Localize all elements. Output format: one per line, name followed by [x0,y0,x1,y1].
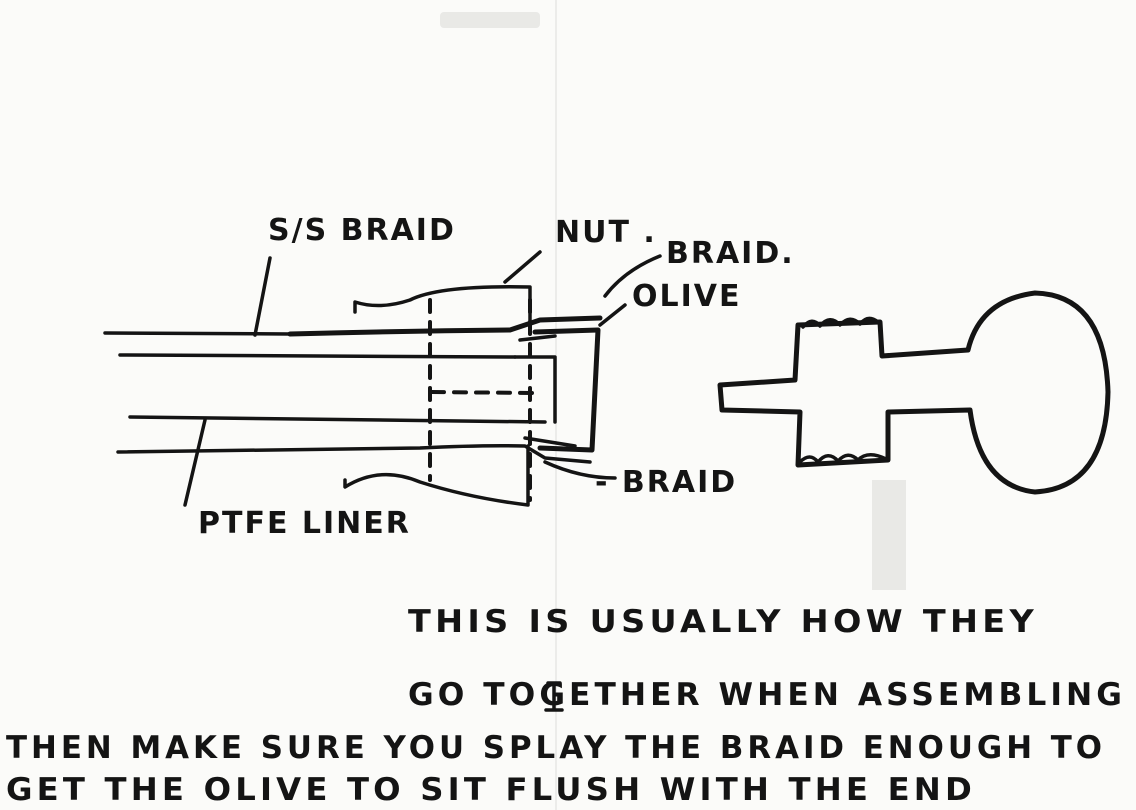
leader-lines [183,250,662,507]
fitting-drawing [717,290,1111,495]
braid-splay-upper [518,334,557,342]
label-braid-bottom: - BRAID [595,465,737,500]
note-line-3: THEN MAKE SURE YOU SPLAY THE BRAID ENOUG… [6,730,1106,766]
hose-assembly [103,315,603,464]
leader-nut [503,250,542,284]
leader-braid-top [603,254,662,298]
liner-top-line [118,353,517,359]
note-line-4: GET THE OLIVE TO SIT FLUSH WITH THE END [6,772,976,808]
braid-outer-bottom-line [116,444,592,464]
underline-mark [544,681,564,712]
nut-hidden-center [430,390,534,395]
label-ptfe-liner: PTFE LINER [198,506,411,541]
label-olive: OLIVE [632,279,742,314]
label-braid-top: BRAID. [666,236,795,271]
barcode-ghost [872,480,906,590]
assembly-note: THIS IS USUALLY HOW THEY GO TOGETHER WHE… [6,604,1126,808]
braid-outer-top-line [103,331,292,336]
leader-ptfe-liner [183,418,207,507]
nut-top-edge [353,285,532,332]
part-labels: S/S BRAID NUT . BRAID. OLIVE - BRAID PTF… [198,213,795,541]
braid-splay-lower [523,436,577,448]
note-line-2: GO TOGETHER WHEN ASSEMBLING [408,677,1126,713]
leader-braid-bottom [543,460,617,480]
spigot-outline [513,355,557,424]
liner-bottom-line [128,415,547,424]
fitting-outline [717,290,1111,495]
upper-thread-marks [801,316,880,329]
lower-thread-marks [798,453,888,464]
label-nut: NUT . [555,215,657,250]
label-ss-braid: S/S BRAID [268,213,456,248]
nut-outline [343,285,534,507]
olive-outline [532,327,601,453]
leader-olive [598,303,627,327]
leader-ss-braid [253,256,272,337]
nut-bottom-edge [343,444,530,507]
smudge-mark [440,12,540,28]
braid-thick-top-line [287,315,603,337]
note-line-1: THIS IS USUALLY HOW THEY [408,604,1038,640]
